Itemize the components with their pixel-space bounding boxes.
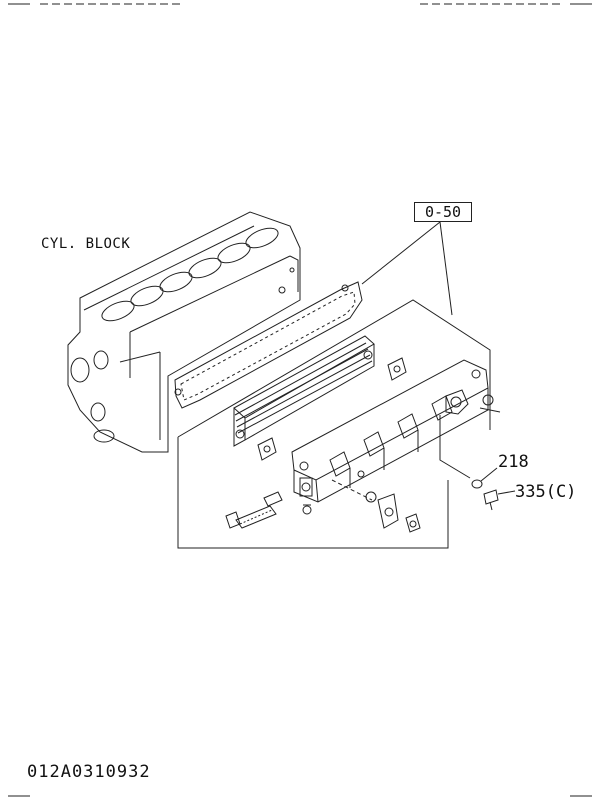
plugs-and-bolts (225, 470, 421, 533)
drawing-number: 012A0310932 (27, 762, 151, 782)
callout-parts (439, 415, 516, 511)
oil-cooler-element (233, 335, 375, 447)
part-callout-335c: 335(C) (515, 482, 577, 502)
part-callout-218: 218 (498, 452, 529, 472)
cylinder-block-label: CYL. BLOCK (41, 236, 131, 252)
group-leader-lines (361, 221, 453, 316)
cylinder-bores (101, 227, 279, 322)
small-gaskets (257, 357, 407, 461)
assembly-outline (177, 299, 491, 549)
group-reference-box: 0-50 (414, 202, 472, 222)
crop-marks (8, 3, 592, 797)
block-face-gasket (174, 281, 363, 409)
cylinder-block (67, 211, 301, 453)
oil-cooler-cover (291, 359, 501, 503)
